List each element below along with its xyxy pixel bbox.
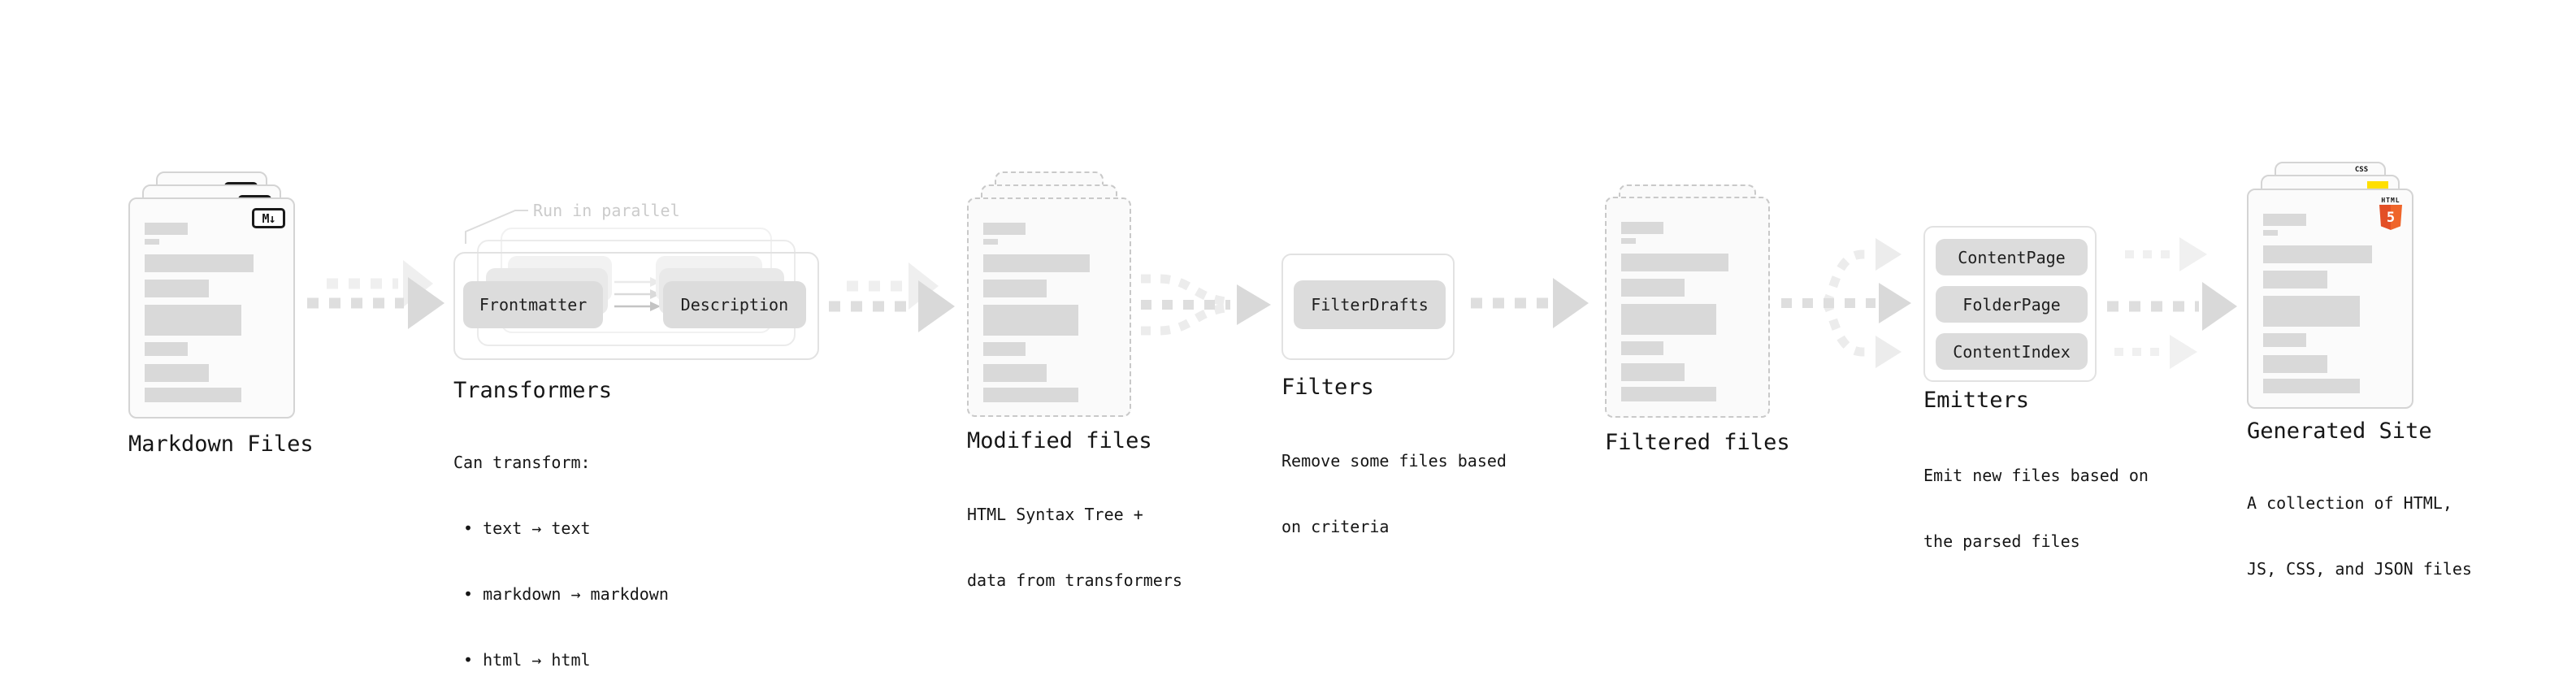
transformers-description: Can transform: • text → text • markdown …	[453, 453, 669, 670]
doc-text-bar	[1621, 363, 1685, 381]
markdown-files-title: Markdown Files	[128, 432, 314, 457]
doc-text-bar	[2263, 296, 2360, 327]
arrow-emitters-to-generated-bottom	[2114, 335, 2197, 369]
generated-site-title: Generated Site	[2247, 419, 2432, 444]
emitter-node-folderpage: FolderPage	[1936, 286, 2088, 323]
doc-text-bar	[145, 342, 188, 356]
doc-content-placeholder	[145, 223, 279, 402]
arrow-emitters-to-generated-top	[2125, 237, 2207, 271]
modified-files-description: HTML Syntax Tree + data from transformer…	[967, 505, 1182, 590]
doc-text-bar	[1621, 238, 1636, 244]
arrow-modified-to-filters	[1141, 274, 1271, 336]
emitter-node-contentpage: ContentPage	[1936, 239, 2088, 275]
doc-text-bar	[2263, 214, 2306, 226]
transformer-node-frontmatter: Frontmatter	[462, 280, 604, 328]
doc-text-bar	[145, 305, 241, 336]
filters-description: Remove some files based on criteria	[1281, 451, 1507, 536]
doc-text-bar	[1621, 387, 1717, 401]
doc-text-bar	[2263, 245, 2372, 263]
doc-content-placeholder	[983, 223, 1115, 402]
transformer-node-description: Description	[662, 280, 807, 328]
filters-panel: FilterDrafts	[1281, 254, 1455, 360]
doc-text-bar	[983, 223, 1026, 235]
filtered-file-front	[1605, 197, 1770, 418]
transformers-title: Transformers	[453, 378, 613, 403]
arrow-filters-to-filtered	[1471, 278, 1589, 328]
emitters-panel: ContentPage FolderPage ContentIndex	[1923, 226, 2097, 382]
doc-text-bar	[145, 280, 210, 297]
doc-text-bar	[983, 364, 1047, 382]
doc-text-bar	[145, 388, 241, 402]
emitter-node-contentindex: ContentIndex	[1936, 333, 2088, 370]
modified-file-front	[967, 197, 1131, 417]
markdown-file-front: M↓	[128, 197, 295, 419]
generated-file-html: HTML 5	[2247, 189, 2413, 409]
doc-text-bar	[1621, 304, 1717, 335]
emitters-title: Emitters	[1923, 388, 2030, 413]
modified-files-title: Modified files	[967, 428, 1152, 453]
filters-title: Filters	[1281, 375, 1374, 400]
doc-text-bar	[1621, 341, 1664, 355]
doc-text-bar	[2263, 355, 2328, 373]
html5-file-icon: HTML 5	[2379, 197, 2402, 230]
arrow-transformers-to-modified	[829, 280, 955, 332]
arrow-markdown-to-transformers	[307, 277, 445, 329]
doc-text-bar	[145, 254, 254, 272]
arrow-transformers-to-modified-ghost	[847, 262, 939, 310]
generated-site-description: A collection of HTML, JS, CSS, and JSON …	[2247, 493, 2472, 579]
doc-text-bar	[145, 239, 160, 245]
doc-text-bar	[983, 388, 1078, 402]
arrow-filtered-to-emitters	[1781, 238, 1911, 368]
markdown-file-icon: M↓	[252, 208, 285, 228]
doc-text-bar	[1621, 222, 1664, 234]
transformer-layer-front: Frontmatter Description	[453, 252, 819, 360]
doc-text-bar	[983, 254, 1091, 272]
arrow-markdown-to-transformers-ghost	[327, 260, 433, 307]
doc-text-bar	[145, 223, 188, 235]
doc-text-bar	[983, 280, 1047, 297]
doc-text-bar	[2263, 271, 2328, 288]
doc-content-placeholder	[2263, 214, 2397, 393]
doc-text-bar	[1621, 279, 1685, 297]
filter-node-filterdrafts: FilterDrafts	[1294, 280, 1446, 329]
filtered-files-title: Filtered files	[1605, 430, 1790, 455]
arrow-emitters-to-generated-middle	[2107, 282, 2237, 331]
run-in-parallel-label: Run in parallel	[533, 201, 680, 220]
doc-text-bar	[2263, 379, 2360, 393]
doc-text-bar	[983, 239, 998, 245]
doc-text-bar	[2263, 230, 2279, 236]
doc-text-bar	[2263, 333, 2306, 347]
doc-content-placeholder	[1621, 222, 1754, 401]
doc-text-bar	[983, 305, 1078, 336]
doc-text-bar	[983, 342, 1026, 356]
doc-text-bar	[1621, 254, 1729, 271]
emitters-description: Emit new files based on the parsed files	[1923, 466, 2149, 551]
doc-text-bar	[145, 364, 210, 382]
